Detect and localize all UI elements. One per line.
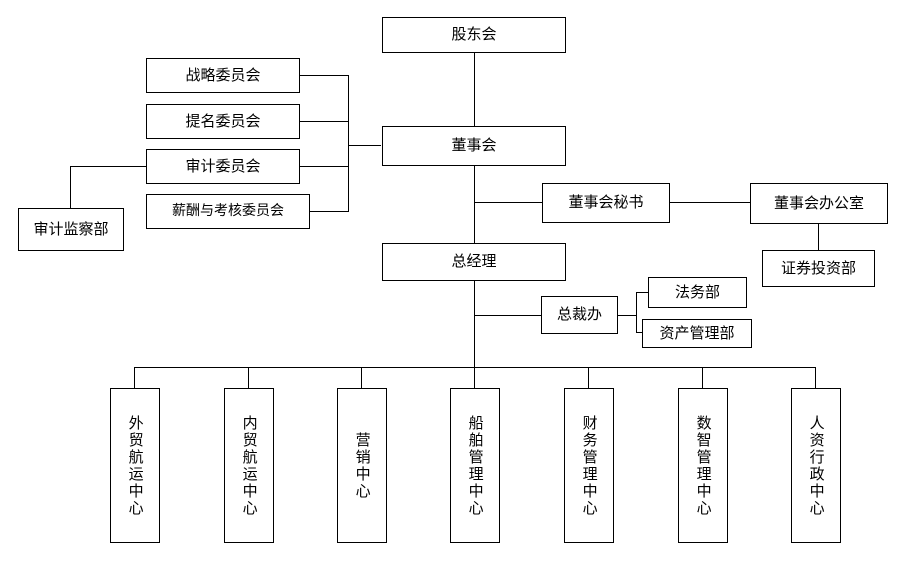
node-securities-investment-dept[interactable]: 证券投资部: [762, 250, 875, 287]
connector-committee-bus-vertical: [348, 75, 349, 211]
node-ship-management-center[interactable]: 船舶管理中心: [450, 388, 500, 543]
connector-drop-finance: [588, 367, 589, 388]
connector-bottom-bus: [134, 367, 816, 368]
node-general-manager[interactable]: 总经理: [382, 243, 566, 281]
connector-strategy-committee: [299, 75, 349, 76]
connector-gm-to-president-office: [474, 315, 541, 316]
connector-to-legal-dept: [636, 292, 648, 293]
connector-drop-digital: [702, 367, 703, 388]
connector-drop-marketing: [361, 367, 362, 388]
connector-drop-domestic-trade: [248, 367, 249, 388]
node-strategy-committee[interactable]: 战略委员会: [146, 58, 300, 93]
node-audit-supervision-dept[interactable]: 审计监察部: [18, 208, 124, 251]
node-remuneration-committee[interactable]: 薪酬与考核委员会: [146, 194, 310, 229]
node-asset-management-dept[interactable]: 资产管理部: [642, 319, 752, 348]
node-nomination-committee[interactable]: 提名委员会: [146, 104, 300, 139]
connector-audit-supervision-horizontal: [70, 166, 146, 167]
connector-nomination-committee: [299, 121, 349, 122]
node-shareholders-meeting[interactable]: 股东会: [382, 17, 566, 53]
node-domestic-trade-shipping-center[interactable]: 内贸航运中心: [224, 388, 274, 543]
node-foreign-trade-shipping-center[interactable]: 外贸航运中心: [110, 388, 160, 543]
connector-shareholders-to-board: [474, 52, 475, 126]
node-digital-intelligence-management-center[interactable]: 数智管理中心: [678, 388, 728, 543]
connector-secretary-to-board-office: [670, 202, 750, 203]
node-finance-management-center[interactable]: 财务管理中心: [564, 388, 614, 543]
connector-gm-to-bus: [474, 281, 475, 367]
connector-audit-supervision-vertical: [70, 166, 71, 209]
connector-drop-hr: [815, 367, 816, 388]
node-board-office[interactable]: 董事会办公室: [750, 183, 888, 224]
connector-remuneration-committee: [309, 211, 349, 212]
node-marketing-center[interactable]: 营销中心: [337, 388, 387, 543]
node-audit-committee[interactable]: 审计委员会: [146, 149, 300, 184]
node-board-secretary[interactable]: 董事会秘书: [542, 183, 670, 223]
node-president-office[interactable]: 总裁办: [541, 296, 618, 334]
connector-drop-foreign-trade: [134, 367, 135, 388]
node-board-of-directors[interactable]: 董事会: [382, 126, 566, 166]
node-legal-affairs-dept[interactable]: 法务部: [648, 277, 747, 308]
connector-audit-committee: [299, 166, 349, 167]
connector-board-to-gm: [474, 166, 475, 243]
node-hr-administration-center[interactable]: 人资行政中心: [791, 388, 841, 543]
connector-president-office-bracket: [636, 292, 637, 332]
connector-president-office-right: [618, 315, 636, 316]
connector-drop-ship-management: [474, 367, 475, 388]
connector-board-office-to-securities: [818, 224, 819, 250]
connector-committee-bus-to-board: [348, 145, 381, 146]
connector-board-to-secretary: [474, 202, 542, 203]
